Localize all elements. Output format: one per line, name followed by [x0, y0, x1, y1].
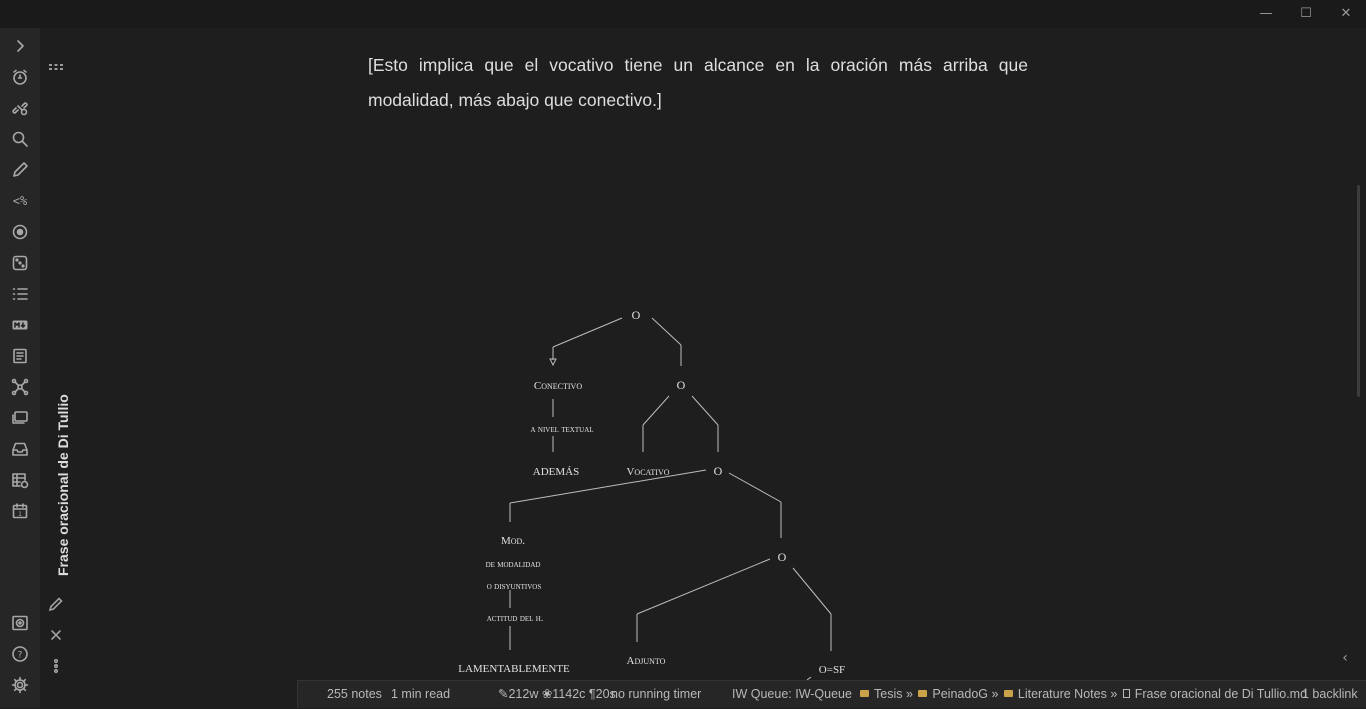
tree-node-o: O [714, 464, 723, 478]
slides-icon[interactable] [9, 345, 31, 367]
svg-text:1: 1 [18, 511, 22, 518]
search-icon[interactable] [9, 128, 31, 150]
stack-icon[interactable] [9, 407, 31, 429]
tree-edge [691, 395, 719, 426]
backlink-count[interactable]: 1 backlink [1302, 687, 1358, 701]
ribbon: <% 1 ? [0, 28, 40, 708]
minimize-button[interactable]: — [1259, 6, 1273, 21]
breadcrumb: Tesis » PeinadoG » Literature Notes » Fr… [858, 681, 1307, 709]
close-window-button[interactable]: ✕ [1340, 6, 1352, 21]
folder-icon [1003, 690, 1013, 698]
breadcrumb-peinadog[interactable]: PeinadoG » [932, 687, 999, 701]
file-icon [1122, 689, 1130, 699]
breadcrumb-tesis[interactable]: Tesis » [874, 687, 913, 701]
maximize-button[interactable]: ☐ [1300, 6, 1312, 21]
tree-node-osf: O=SF [819, 664, 845, 676]
markdown-icon[interactable] [9, 314, 31, 336]
templater-icon[interactable]: <% [12, 194, 28, 208]
folder-icon [860, 690, 869, 698]
tree-node-adjunto: Adjunto [627, 655, 666, 667]
target-icon[interactable] [9, 221, 31, 243]
tab-strip: Frase oracional de Di Tullio [40, 28, 72, 680]
folder-icon [918, 690, 928, 698]
breadcrumb-file[interactable]: Frase oracional de Di Tullio.md [1134, 687, 1308, 701]
tree-node-vocativo: Vocativo [626, 466, 669, 478]
tree-node-o: O [778, 550, 787, 564]
tree-node-nivel-textual: a nivel textual [530, 425, 593, 435]
tree-edge [642, 395, 670, 426]
pencil-icon[interactable] [9, 159, 31, 181]
breadcrumb-literature-notes[interactable]: Literature Notes » [1017, 687, 1118, 701]
close-tab-icon[interactable] [46, 625, 66, 645]
read-time: 1 min read [391, 687, 451, 701]
tree-edge [552, 317, 623, 348]
graph-icon[interactable] [9, 376, 31, 398]
tree-node-actitud: actitud del h. [487, 614, 544, 624]
iw-queue[interactable]: IW Queue: IW-Queue [732, 687, 852, 701]
help-icon[interactable]: ? [9, 643, 31, 665]
tree-edge [792, 567, 832, 615]
tree-node-o: O [677, 378, 686, 392]
tree-edge [651, 317, 682, 346]
settings-icon[interactable] [9, 674, 31, 696]
tree-node-conectivo: Conectivo [534, 380, 582, 392]
title-bar: — ☐ ✕ [0, 0, 1366, 28]
tree-node-o: O [632, 308, 641, 322]
tree-edge [509, 469, 707, 504]
editor-pane[interactable]: [Esto implica que el vocativo tiene un a… [72, 28, 1366, 680]
status-bar: 255 notes 1 min read ✎212w ❀1142c ¶20s n… [297, 680, 1366, 708]
chevron-right-icon[interactable] [9, 35, 31, 57]
link-broken-icon[interactable] [9, 97, 31, 119]
tree-node-mod: Mod. [501, 535, 525, 547]
inbox-icon[interactable] [9, 438, 31, 460]
alarm-icon[interactable] [9, 66, 31, 88]
note-tab-title[interactable]: Frase oracional de Di Tullio [55, 394, 71, 576]
scrollbar-thumb[interactable] [1357, 185, 1360, 397]
table-plus-icon[interactable] [9, 469, 31, 491]
tree-edge [636, 558, 771, 615]
edit-icon[interactable] [46, 594, 66, 614]
tree-node-de-modalidad: de modalidad [486, 560, 541, 570]
vault-icon[interactable] [9, 612, 31, 634]
dice-icon[interactable] [9, 252, 31, 274]
chevron-left-icon[interactable]: ‹ [1342, 650, 1348, 666]
tree-node-lamentablemente: LAMENTABLEMENTE [458, 663, 570, 675]
tab-grid-icon[interactable] [47, 61, 65, 75]
word-stats: ✎212w ❀1142c ¶20s [498, 687, 616, 701]
arrow-head-icon [549, 358, 557, 367]
notes-count[interactable]: 255 notes [327, 687, 382, 701]
tree-edge [728, 472, 782, 503]
timer-status[interactable]: no running timer [611, 687, 702, 701]
syntax-tree-diagram: O Conectivo O a nivel textual ADEMÁS Voc… [458, 308, 845, 680]
tree-node-ademas: ADEMÁS [533, 466, 579, 478]
svg-text:?: ? [18, 651, 23, 661]
list-icon[interactable] [9, 283, 31, 305]
calendar-icon[interactable]: 1 [9, 500, 31, 522]
tree-edge [806, 676, 812, 680]
tree-node-disyuntivos: o disyuntivos [487, 582, 542, 592]
note-paragraph: [Esto implica que el vocativo tiene un a… [368, 55, 1028, 110]
more-options-icon[interactable] [46, 656, 66, 676]
